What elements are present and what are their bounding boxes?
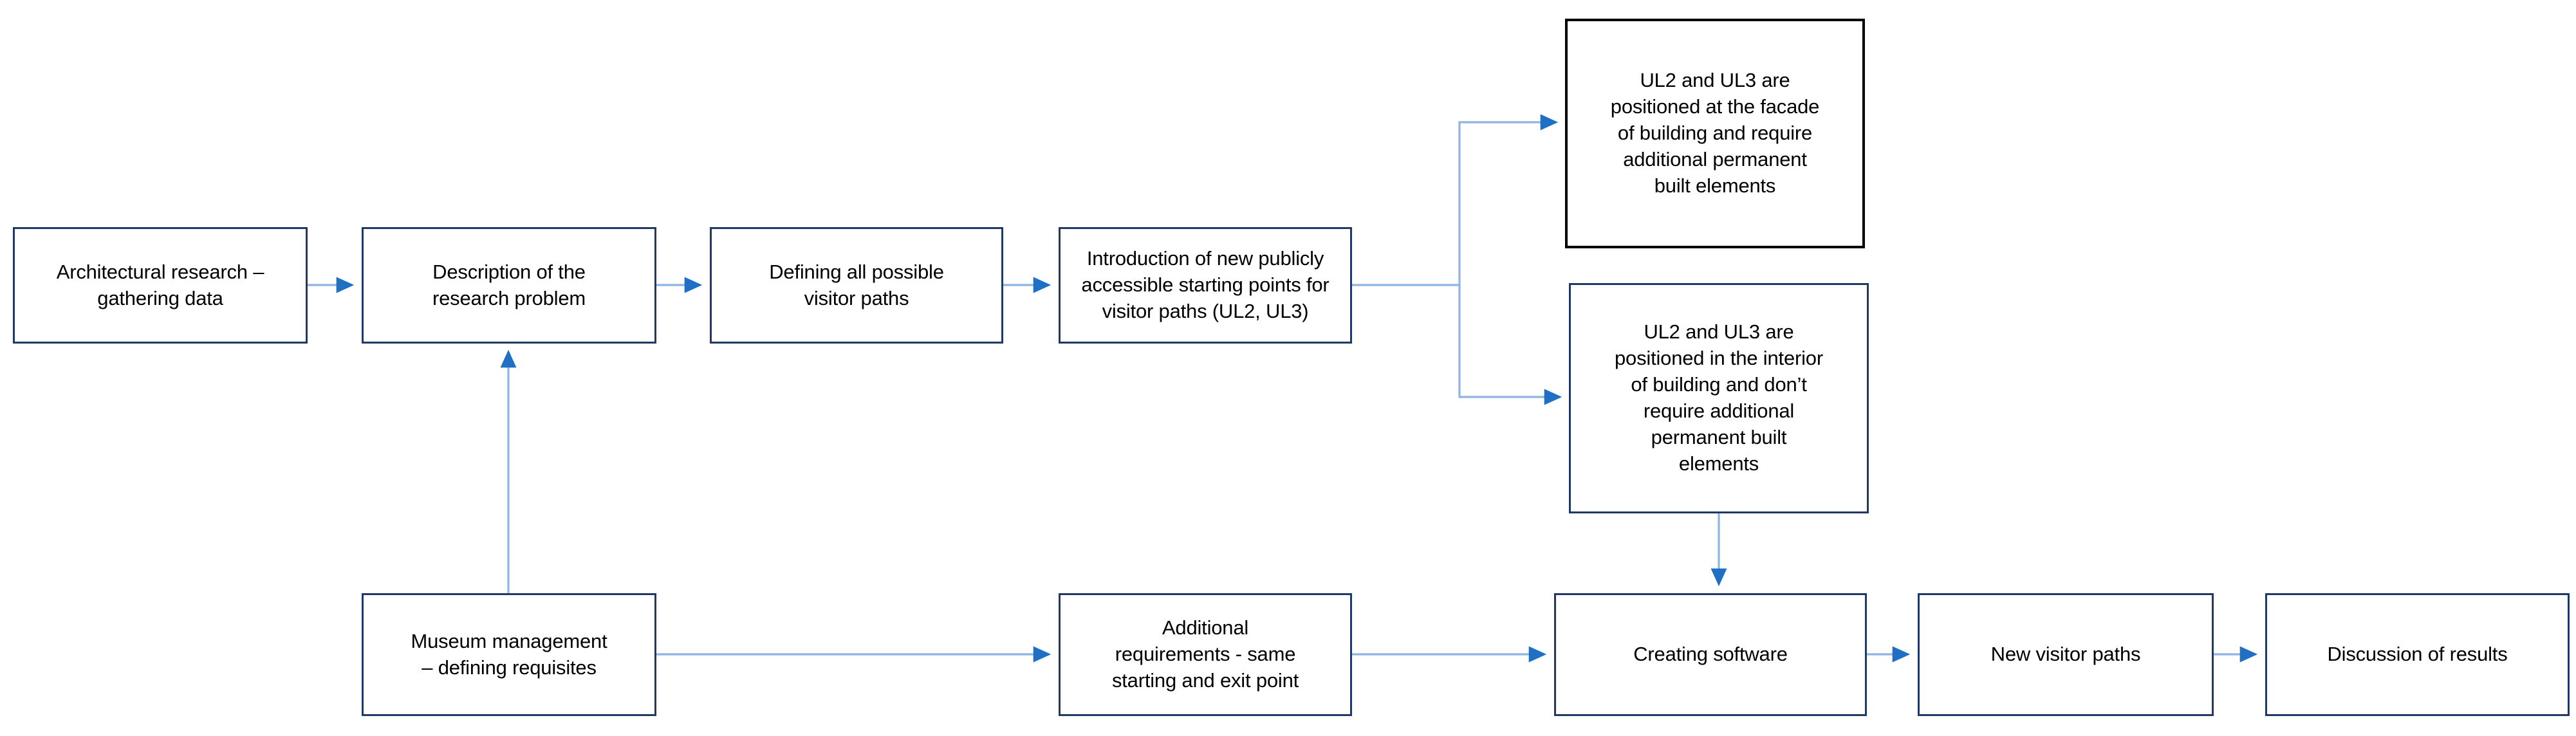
node-label: Additional requirements - same starting … [1111,616,1299,692]
node-defining-visitor-paths[interactable]: Defining all possible visitor paths [710,227,1003,344]
node-creating-software[interactable]: Creating software [1554,593,1867,716]
node-label: UL2 and UL3 are positioned in the interi… [1615,320,1823,475]
node-label: New visitor paths [1990,643,2141,666]
node-ul-facade[interactable]: UL2 and UL3 are positioned at the facade… [1565,19,1865,248]
node-discussion-of-results[interactable]: Discussion of results [2265,593,2570,716]
node-label: Description of the research problem [432,260,586,309]
node-introduction-starting-points[interactable]: Introduction of new publicly accessible … [1059,227,1352,344]
connector-introduction-to-ul-facade [1352,114,1559,286]
node-label: Discussion of results [2327,643,2508,666]
node-label: Creating software [1633,643,1788,666]
node-architectural-research[interactable]: Architectural research – gathering data [13,227,308,344]
connector-introduction-to-ul-interior [1458,285,1562,405]
node-museum-management[interactable]: Museum management – defining requisites [362,593,656,716]
node-label: UL2 and UL3 are positioned at the facade… [1610,69,1820,197]
node-label: Architectural research – gathering data [56,260,264,309]
node-label: Defining all possible visitor paths [769,260,944,309]
node-ul-interior[interactable]: UL2 and UL3 are positioned in the interi… [1569,283,1869,513]
node-new-visitor-paths[interactable]: New visitor paths [1918,593,2214,716]
node-label: Introduction of new publicly accessible … [1081,247,1330,322]
node-label: Museum management – defining requisites [411,629,607,679]
node-additional-requirements[interactable]: Additional requirements - same starting … [1059,593,1352,716]
node-description-research-problem[interactable]: Description of the research problem [362,227,656,344]
